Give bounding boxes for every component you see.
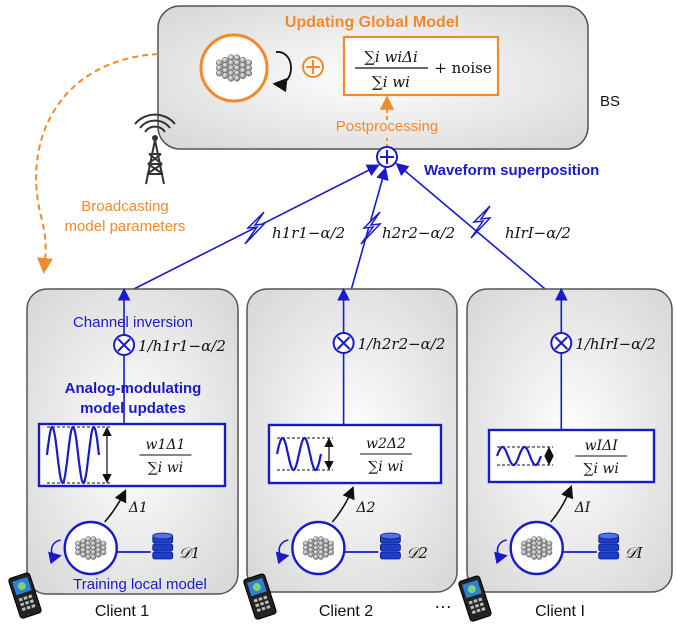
superposition-adder-icon [376,146,398,168]
broadcast-label-1: Broadcasting [81,198,169,215]
local-update-label: Δ2 [355,500,375,516]
aggregation-formula-noise: + noise [434,59,492,77]
local-dataset-label: 𝒟2 [406,544,428,562]
database-icon [598,532,620,560]
aggregation-formula-numerator: ∑i wiΔi [364,48,418,66]
waveform-superposition-label: Waveform superposition [424,162,599,179]
aggregation-formula-box [342,35,500,97]
mobile-phone-icon [8,572,42,619]
neural-network-icon [75,536,107,560]
training-local-model-label: Training local model [73,576,207,593]
channel-inversion-factor: 1/h1r1−α/2 [138,337,226,355]
local-dataset-label: 𝒟I [625,544,644,562]
base-station-tower-icon [134,113,176,185]
adder-icon [302,56,324,78]
client-name: Client 1 [95,603,149,620]
global-model-icon [199,33,269,103]
multiplier-icon [550,332,573,354]
waveform [45,425,101,485]
client-panel-3: 1/hIrI−α/2 wIΔI ∑i wi ΔI 𝒟I [466,287,673,593]
modulated-update-box [267,423,443,485]
channel-line-3 [395,162,552,295]
multiplier-icon [113,334,136,356]
loop-arrow-icon [272,51,292,93]
channel-line-2 [349,166,389,295]
loop-arrow-icon [48,539,62,565]
analog-modulating-label-1: Analog-modulating [65,380,202,397]
analog-modulating-label-2: model updates [80,400,186,417]
channel-gain-2: h2r2−α/2 [382,224,455,242]
client-name: Client 2 [319,603,373,620]
database-icon [379,532,401,560]
local-update-label: ΔI [574,500,591,516]
channel-inversion-factor: 1/hIrI−α/2 [575,335,656,353]
multiplier-icon [332,332,355,354]
neural-network-icon [302,536,334,560]
loop-arrow-icon [275,539,290,565]
bs-label: BS [600,93,620,110]
bs-title: Updating Global Model [285,14,459,31]
ellipsis: … [434,592,452,612]
weighted-update-denominator: ∑i wi [148,460,183,476]
waveform [495,445,543,467]
weighted-update-numerator: wIΔI [585,438,619,454]
local-update-label: Δ1 [128,500,148,516]
mobile-phone-icon [458,575,492,622]
mobile-phone-icon [243,573,277,620]
channel-inversion-factor: 1/h2r2−α/2 [358,335,446,353]
waveform [275,436,323,472]
neural-network-icon [521,536,553,560]
weighted-update-numerator: w1Δ1 [146,437,186,453]
channel-line-1 [127,164,380,293]
weighted-update-numerator: w2Δ2 [366,436,406,452]
loop-arrow-icon [494,539,508,565]
lightning-bolt-icon [360,211,382,245]
channel-gain-1: h1r1−α/2 [272,224,345,242]
channel-gain-3: hIrI−α/2 [505,224,571,242]
lightning-bolt-icon [470,205,492,239]
broadcast-arrow [35,53,159,274]
database-icon [152,532,174,560]
channel-inversion-label: Channel inversion [73,314,193,331]
weighted-update-denominator: ∑i wi [584,461,619,477]
neural-network-icon [215,54,253,82]
broadcast-label-2: model parameters [65,218,186,235]
aggregation-formula-denominator: ∑i wi [372,73,410,91]
client-name: Client I [535,603,585,620]
weighted-update-denominator: ∑i wi [368,459,403,475]
local-dataset-label: 𝒟1 [179,544,201,562]
modulated-update-box [487,428,656,484]
lightning-bolt-icon [244,211,266,245]
postprocessing-label: Postprocessing [336,118,439,135]
